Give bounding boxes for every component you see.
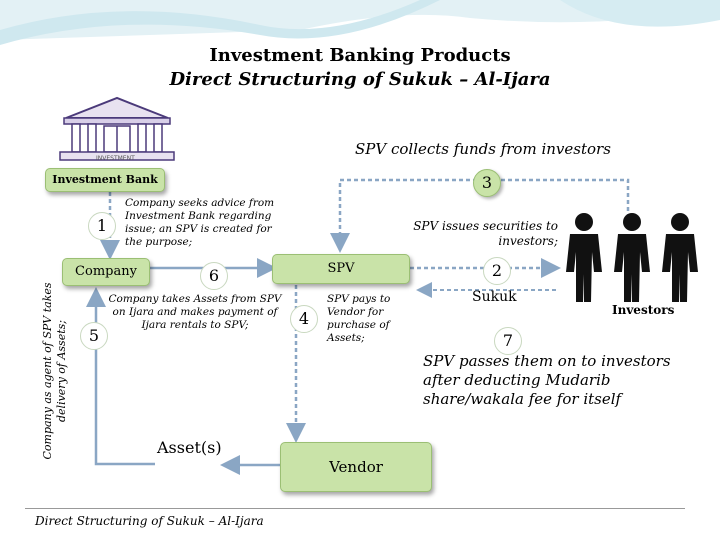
step-1-badge: 1	[88, 212, 116, 240]
spv-issues-text: SPV issues securities to investors;	[413, 219, 558, 248]
step-6-badge: 6	[200, 262, 228, 290]
investment-bank-label: Investment Bank	[52, 173, 158, 186]
footer-divider	[25, 508, 685, 509]
agent-delivery-text: Company as agent of SPV takes delivery o…	[41, 282, 68, 460]
vendor-node: Vendor	[280, 442, 432, 492]
step-4-text: SPV pays to Vendor for purchase of Asset…	[327, 293, 391, 344]
investors-people-icon	[566, 213, 698, 302]
step-1-text: Company seeks advice from Investment Ban…	[125, 197, 275, 248]
bank-sign: INVESTMENT	[96, 155, 135, 162]
step-4-badge: 4	[290, 305, 318, 333]
step-2-badge: 2	[483, 257, 511, 285]
footer-text: Direct Structuring of Sukuk – Al-Ijara	[35, 514, 264, 528]
step-7-text: SPV passes them on to investors after de…	[423, 352, 671, 408]
spv-node: SPV	[272, 254, 410, 284]
bank-building-icon	[59, 96, 175, 161]
investors-label: Investors	[612, 303, 675, 317]
step-3-badge: 3	[473, 169, 501, 197]
spv-label: SPV	[327, 261, 355, 276]
assets-label: Asset(s)	[157, 438, 222, 457]
sukuk-label: Sukuk	[472, 289, 517, 305]
step-6-text: Company takes Assets from SPV on Ijara a…	[108, 293, 282, 331]
step-7-badge: 7	[494, 327, 522, 355]
company-label: Company	[75, 264, 137, 279]
vendor-label: Vendor	[329, 458, 383, 476]
collects-funds-label: SPV collects funds from investors	[355, 140, 611, 158]
page-title: Investment Banking Products	[209, 45, 511, 66]
investment-bank-node: Investment Bank	[45, 168, 165, 192]
page-subtitle: Direct Structuring of Sukuk – Al-Ijara	[169, 69, 551, 90]
company-node: Company	[62, 258, 150, 286]
step-5-badge: 5	[80, 322, 108, 350]
